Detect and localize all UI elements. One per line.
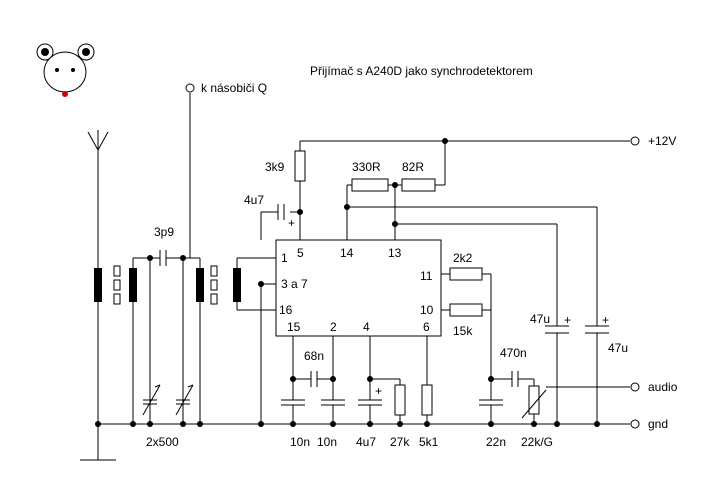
ground-label: gnd	[648, 417, 668, 431]
antenna-coil	[94, 268, 102, 302]
ic-pin-2: 2	[330, 320, 337, 334]
c-470n-label: 470n	[500, 346, 527, 360]
ic-pin-16: 16	[279, 303, 293, 317]
capacitor-10n-b	[321, 399, 345, 406]
resonant-coil	[196, 268, 204, 302]
bottom-label: 10n	[290, 435, 310, 449]
supply-terminal	[630, 136, 640, 146]
c-47u-a-label: 47u	[530, 312, 550, 326]
r-3k9-label: 3k9	[265, 160, 285, 174]
resistor-3k9	[294, 150, 306, 182]
r-82-label: 82R	[402, 160, 424, 174]
antenna-coil-core	[113, 265, 121, 305]
cap-4u7-top-plus: +	[288, 216, 295, 230]
cap-4u7-top-label: 4u7	[244, 193, 264, 207]
r-330-label: 330R	[352, 160, 381, 174]
audio-label: audio	[648, 380, 678, 394]
ic-pin-4: 4	[363, 320, 370, 334]
capacitor-22n	[479, 399, 503, 406]
ground-terminal	[630, 419, 640, 429]
resistor-2k2	[449, 267, 483, 281]
capacitor-47u-b	[585, 325, 609, 334]
r-15k-label: 15k	[453, 324, 473, 338]
ic-pin-15: 15	[287, 320, 301, 334]
bottom-label: 4u7	[356, 435, 376, 449]
c-68n-label: 68n	[304, 349, 324, 363]
junction-dots	[95, 138, 600, 427]
ic-pin-11: 11	[420, 269, 433, 283]
capacitor-4u7-bottom	[358, 399, 382, 406]
capacitor-4u7-top	[261, 204, 285, 220]
ic-pin-13: 13	[388, 246, 402, 260]
coupling-capacitor	[159, 250, 167, 266]
mouse-logo	[36, 43, 95, 97]
bottom-label: 27k	[390, 435, 410, 449]
tuning-capacitor	[142, 384, 194, 416]
cap-4u7-bottom-plus: +	[375, 384, 382, 398]
ic-pin-6: 6	[423, 320, 430, 334]
capacitor-47u-a	[545, 325, 569, 334]
r-2k2-label: 2k2	[453, 251, 473, 265]
resistor-330r	[351, 178, 389, 192]
ic-pin-14: 14	[340, 246, 354, 260]
coupling-cap-label: 3p9	[154, 225, 174, 239]
tuning-cap-label: 2x500	[146, 435, 179, 449]
audio-terminal	[630, 382, 640, 392]
supply-label: +12V	[648, 134, 676, 148]
diagram-title: Přijímač s A240D jako synchrodetektorem	[310, 64, 533, 78]
ic-pin-5: 5	[297, 246, 304, 260]
resistor-82r	[401, 178, 436, 192]
ic-pin-3a7: 3 a 7	[281, 277, 308, 291]
capacitor-470n	[511, 371, 519, 387]
resistor-15k	[449, 303, 483, 317]
ic-pin-10: 10	[420, 303, 434, 317]
resistor-27k	[394, 384, 406, 416]
ic-a240d	[275, 239, 442, 337]
resonant-coil-core	[210, 265, 218, 305]
multiplier-terminal	[185, 83, 195, 93]
c-47u-a-plus: +	[564, 313, 571, 327]
bottom-label: 22n	[486, 435, 506, 449]
capacitor-68n	[310, 371, 318, 387]
capacitor-10n-a	[281, 399, 305, 406]
bottom-label: 5k1	[419, 435, 439, 449]
bottom-label: 10n	[317, 435, 337, 449]
c-47u-b-label: 47u	[608, 341, 628, 355]
c-47u-b-plus: +	[602, 313, 609, 327]
input-coil	[129, 268, 137, 302]
bottom-label: 22k/G	[521, 435, 553, 449]
multiplier-label: k násobiči Q	[201, 81, 267, 95]
ic-input-coil	[233, 268, 241, 302]
ic-pin-1: 1	[281, 251, 288, 265]
resistor-5k1	[421, 384, 433, 416]
